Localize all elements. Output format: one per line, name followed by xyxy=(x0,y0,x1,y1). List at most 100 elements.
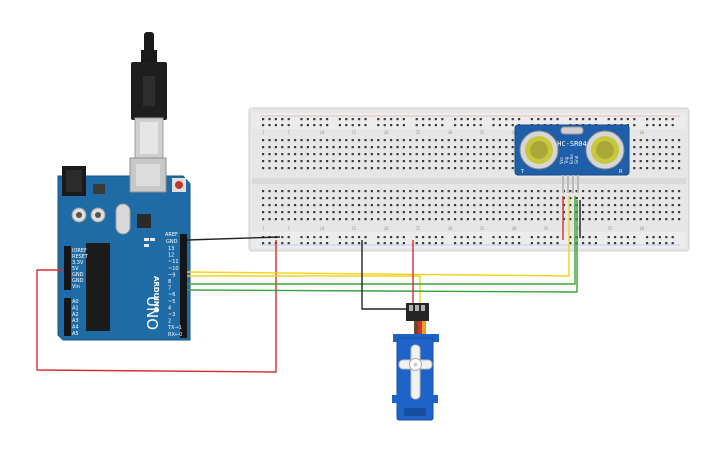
bb-hole[interactable] xyxy=(492,167,495,170)
bb-hole[interactable] xyxy=(268,211,271,214)
bb-hole[interactable] xyxy=(281,197,284,200)
bb-hole[interactable] xyxy=(377,236,380,239)
bb-hole[interactable] xyxy=(358,197,361,200)
bb-hole[interactable] xyxy=(332,139,335,142)
bb-hole[interactable] xyxy=(658,236,661,239)
bb-hole[interactable] xyxy=(492,211,495,214)
bb-hole[interactable] xyxy=(639,204,642,207)
bb-hole[interactable] xyxy=(358,139,361,142)
bb-hole[interactable] xyxy=(575,118,578,121)
bb-hole[interactable] xyxy=(582,218,585,221)
bb-hole[interactable] xyxy=(569,242,572,245)
bb-hole[interactable] xyxy=(422,160,425,163)
bb-hole[interactable] xyxy=(364,167,367,170)
bb-hole[interactable] xyxy=(274,146,277,149)
bb-hole[interactable] xyxy=(614,204,617,207)
bb-hole[interactable] xyxy=(447,160,450,163)
bb-hole[interactable] xyxy=(537,236,540,239)
bb-hole[interactable] xyxy=(351,146,354,149)
bb-hole[interactable] xyxy=(620,211,623,214)
bb-hole[interactable] xyxy=(300,190,303,193)
bb-hole[interactable] xyxy=(370,204,373,207)
bb-hole[interactable] xyxy=(428,204,431,207)
bb-hole[interactable] xyxy=(614,197,617,200)
bb-hole[interactable] xyxy=(409,139,412,142)
bb-hole[interactable] xyxy=(358,167,361,170)
bb-hole[interactable] xyxy=(466,118,469,121)
digital-header[interactable] xyxy=(180,234,187,338)
bb-hole[interactable] xyxy=(326,153,329,156)
bb-hole[interactable] xyxy=(511,124,514,127)
bb-hole[interactable] xyxy=(492,190,495,193)
bb-hole[interactable] xyxy=(633,242,636,245)
bb-hole[interactable] xyxy=(396,242,399,245)
bb-hole[interactable] xyxy=(422,167,425,170)
bb-hole[interactable] xyxy=(274,197,277,200)
bb-hole[interactable] xyxy=(422,190,425,193)
bb-hole[interactable] xyxy=(422,236,425,239)
bb-hole[interactable] xyxy=(434,218,437,221)
bb-hole[interactable] xyxy=(287,139,290,142)
bb-hole[interactable] xyxy=(313,167,316,170)
bb-hole[interactable] xyxy=(658,118,661,121)
bb-hole[interactable] xyxy=(505,146,508,149)
bb-hole[interactable] xyxy=(652,190,655,193)
bb-hole[interactable] xyxy=(582,197,585,200)
bb-hole[interactable] xyxy=(428,218,431,221)
bb-hole[interactable] xyxy=(326,242,329,245)
bb-hole[interactable] xyxy=(550,118,553,121)
bb-hole[interactable] xyxy=(377,139,380,142)
bb-hole[interactable] xyxy=(396,190,399,193)
bb-hole[interactable] xyxy=(479,204,482,207)
bb-hole[interactable] xyxy=(313,197,316,200)
bb-hole[interactable] xyxy=(524,204,527,207)
bb-hole[interactable] xyxy=(454,139,457,142)
bb-hole[interactable] xyxy=(332,197,335,200)
bb-hole[interactable] xyxy=(326,204,329,207)
bb-hole[interactable] xyxy=(351,167,354,170)
bb-hole[interactable] xyxy=(358,204,361,207)
bb-hole[interactable] xyxy=(498,124,501,127)
bb-hole[interactable] xyxy=(268,204,271,207)
bb-hole[interactable] xyxy=(511,197,514,200)
bb-hole[interactable] xyxy=(402,236,405,239)
bb-hole[interactable] xyxy=(492,118,495,121)
bb-hole[interactable] xyxy=(620,204,623,207)
bb-hole[interactable] xyxy=(358,218,361,221)
bb-hole[interactable] xyxy=(306,190,309,193)
bb-hole[interactable] xyxy=(364,211,367,214)
bb-hole[interactable] xyxy=(345,124,348,127)
bb-hole[interactable] xyxy=(671,139,674,142)
bb-hole[interactable] xyxy=(409,190,412,193)
bb-hole[interactable] xyxy=(511,118,514,121)
bb-hole[interactable] xyxy=(601,218,604,221)
bb-hole[interactable] xyxy=(377,190,380,193)
bb-hole[interactable] xyxy=(338,146,341,149)
bb-hole[interactable] xyxy=(434,139,437,142)
bb-hole[interactable] xyxy=(434,153,437,156)
bb-hole[interactable] xyxy=(550,236,553,239)
bb-hole[interactable] xyxy=(351,118,354,121)
bb-hole[interactable] xyxy=(300,204,303,207)
bb-hole[interactable] xyxy=(358,146,361,149)
bb-hole[interactable] xyxy=(415,197,418,200)
bb-hole[interactable] xyxy=(607,190,610,193)
bb-hole[interactable] xyxy=(338,139,341,142)
bb-hole[interactable] xyxy=(268,118,271,121)
bb-hole[interactable] xyxy=(505,167,508,170)
bb-hole[interactable] xyxy=(582,190,585,193)
bb-hole[interactable] xyxy=(300,118,303,121)
bb-hole[interactable] xyxy=(633,197,636,200)
bb-hole[interactable] xyxy=(319,242,322,245)
bb-hole[interactable] xyxy=(396,167,399,170)
bb-hole[interactable] xyxy=(594,236,597,239)
bb-hole[interactable] xyxy=(639,197,642,200)
bb-hole[interactable] xyxy=(428,153,431,156)
bb-hole[interactable] xyxy=(370,190,373,193)
bb-hole[interactable] xyxy=(556,211,559,214)
bb-hole[interactable] xyxy=(678,190,681,193)
bb-hole[interactable] xyxy=(626,204,629,207)
bb-hole[interactable] xyxy=(454,211,457,214)
bb-hole[interactable] xyxy=(671,204,674,207)
bb-hole[interactable] xyxy=(454,153,457,156)
